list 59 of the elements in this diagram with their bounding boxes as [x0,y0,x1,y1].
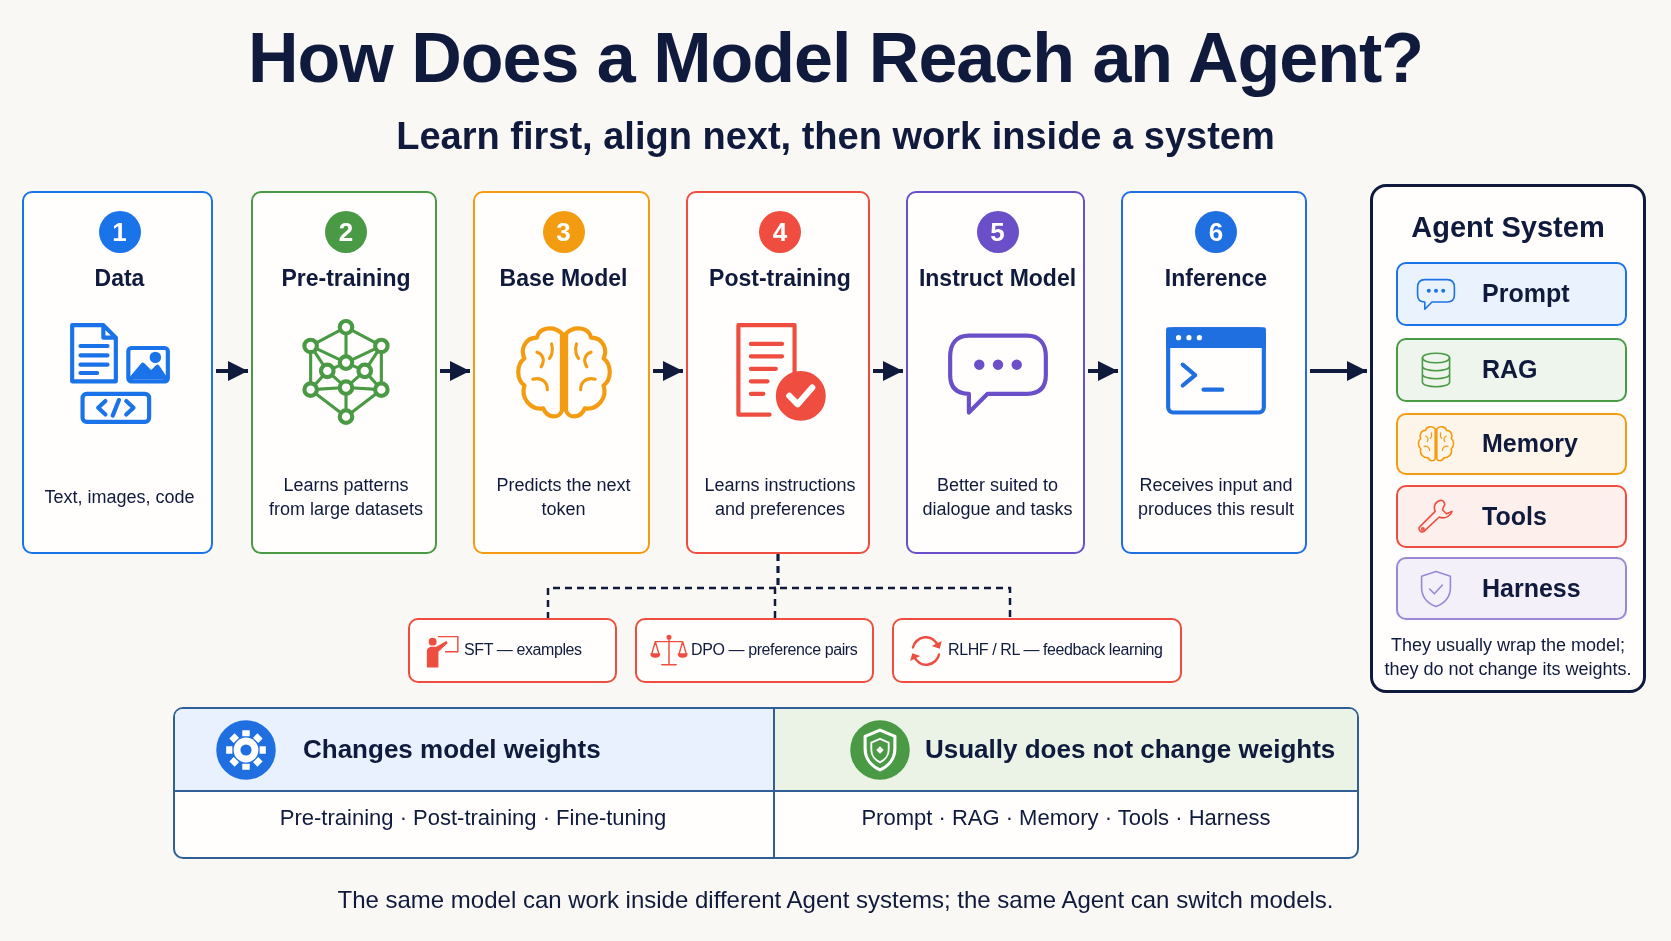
weights-panel [773,707,1359,859]
agent-system-panel [1370,184,1646,693]
dashed-connector [776,554,1012,618]
stage-title: Pre-training [280,265,412,292]
component-label: Memory [1482,429,1578,458]
component-label: Prompt [1482,279,1570,308]
arrow [1088,361,1118,381]
panel-note: They usually wrap the model; they do not change its weights. [1383,634,1633,682]
panel-items: Prompt · RAG · Memory · Tools · Harness [860,805,1272,831]
component-box [1396,485,1627,548]
component-label: Harness [1482,573,1581,603]
stage-description: Receives input and produces this result [1136,473,1296,521]
weights-panel [173,707,773,859]
component-label: RAG [1482,355,1538,384]
component-box [1396,262,1627,326]
step-number: 3 [542,211,585,253]
arrow [653,361,683,381]
method-box [892,618,1182,683]
stage-title: Data [93,265,146,292]
stage-title: Post-training [708,265,852,292]
arrow [440,361,470,381]
arrow [873,361,903,381]
step-number: 5 [976,211,1019,253]
stage-card [906,191,1085,554]
stage-card [22,191,213,554]
method-label: SFT — examples [464,640,582,659]
panel-heading: Usually does not change weights [925,734,1336,765]
stage-description: Learns instructions and preferences [703,473,857,521]
panel-items: Pre-training · Post-training · Fine-tuning [278,805,668,831]
step-number: 1 [98,211,141,253]
component-box [1396,413,1627,475]
stage-title: Inference [1163,265,1269,292]
stage-description: Learns patterns from large datasets [267,473,425,521]
step-number: 4 [759,211,801,253]
component-label: Tools [1482,501,1547,531]
stage-title: Base Model [498,265,629,292]
stage-card [686,191,870,554]
panel-heading: Changes model weights [303,734,601,765]
caption: The same model can work inside different Agent systems; the same Agent can switch models. [336,886,1335,914]
method-label: RLHF / RL — feedback learning [948,640,1163,659]
method-label: DPO — preference pairs [691,640,858,659]
title: How Does a Model Reach an Agent? [247,18,1424,98]
stage-card [473,191,650,554]
method-box [635,618,874,683]
stage-title: Instruct Model [917,265,1078,292]
panel-title: Agent System [1410,211,1606,244]
method-box [408,618,617,683]
arrow [1310,361,1367,381]
stage-description: Better suited to dialogue and tasks [921,473,1074,521]
stage-description: Text, images, code [44,485,195,509]
component-box [1396,557,1627,620]
component-box [1396,338,1627,402]
arrow [216,361,248,381]
subtitle: Learn first, align next, then work inside a system [395,115,1276,158]
step-number: 6 [1195,211,1237,253]
stage-card [1121,191,1307,554]
step-number: 2 [325,211,367,253]
stage-description: Predicts the next token [495,473,632,521]
stage-card [251,191,437,554]
